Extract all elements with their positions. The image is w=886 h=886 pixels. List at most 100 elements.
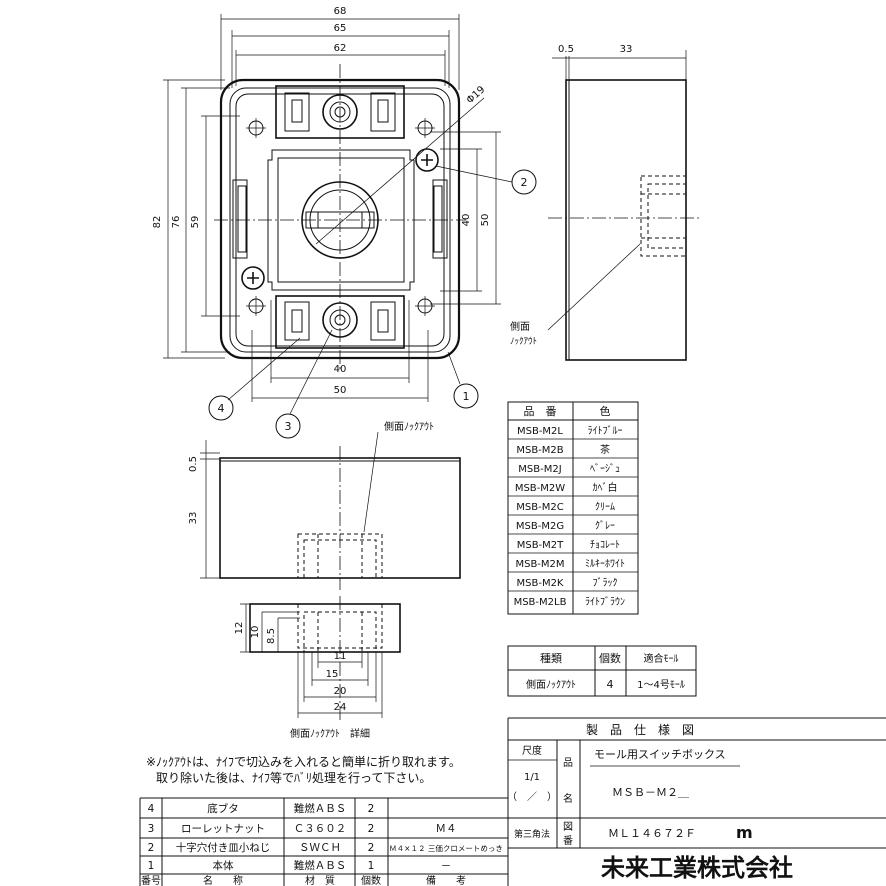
callout-1: 1 [453,383,479,409]
side-knockout-label-2: ﾉｯｸｱｳﾄ [510,336,537,347]
color-table-color-cell: ﾁｮｺﾚｰﾄ [590,540,620,551]
parts-header-name: 名 称 [203,874,243,886]
title-block-title: 製 品 仕 様 図 [586,723,694,737]
detail-dim-12: 12 [234,622,245,635]
parts-header-no: 番号 [141,875,161,886]
parts-name-cell: ローレットナット [181,823,265,835]
dim-76: 76 [171,216,182,229]
drawing-label-2: 番 [563,835,573,847]
name-label-1: 品 [563,757,573,769]
parts-no-cell: 1 [148,860,155,872]
detail-dim-24: 24 [334,702,347,713]
parts-name-cell: 十字穴付き皿小ねじ [176,841,271,854]
scale-label: 尺度 [522,744,542,757]
parts-name-cell: 本体 [213,859,234,872]
side-view: 0.5 33 側面 ﾉｯｸｱｳﾄ [510,44,700,361]
detail-dim-8-5: 8.5 [266,628,277,644]
dim-68: 68 [334,6,347,17]
bottom-dim-33: 33 [188,512,199,525]
knockout-detail: 12 10 8.5 11 15 20 24 側面ﾉｯｸｱｳﾄ 詳細 [234,596,401,740]
parts-remarks-cell: Ｍ４×１２ 三価クロメートめっき [389,843,503,853]
drawing-number: ＭＬ１４６７２Ｆ [608,827,696,840]
color-table-model-cell: MSB-M2J [518,464,561,475]
title-block: 製 品 仕 様 図 尺度 1/1 （ ／ ） 品 名 モール用スイッチボックス … [507,717,886,886]
color-table-header-model: 品 番 [524,405,557,418]
detail-caption: 側面ﾉｯｸｱｳﾄ 詳細 [290,727,370,740]
knockout-cell-count: 4 [607,678,614,691]
detail-dim-20: 20 [334,686,347,697]
parts-qty-cell: 2 [368,823,375,835]
front-view: 68 65 62 82 76 59 40 50 40 50 [152,6,513,415]
color-table-model-cell: MSB-M2M [515,559,564,570]
parts-qty-cell: 1 [368,860,375,872]
svg-text:1: 1 [463,390,470,403]
color-table-model-cell: MSB-M2L [517,426,563,437]
dim-59: 59 [190,216,201,229]
knockout-header-mall: 適合ﾓｰﾙ [644,652,679,665]
svg-text:3: 3 [285,420,292,433]
svg-text:4: 4 [218,402,225,415]
side-dim-33: 33 [620,44,633,55]
parts-no-cell: 3 [148,823,155,835]
parts-material-cell: 難燃ＡＢＳ [294,859,347,872]
callout-4: 4 [208,395,234,421]
color-table-color-cell: ﾗｲﾄﾌﾞﾗｳﾝ [585,596,625,608]
knockout-cell-mall: 1～4号ﾓｰﾙ [637,679,685,691]
bottom-dim-0-5: 0.5 [188,456,199,472]
parts-material-cell: Ｃ３６０２ [294,823,347,835]
parts-no-cell: 4 [148,803,155,815]
color-table-model-cell: MSB-M2K [517,578,564,589]
phi-19-label: Φ19 [465,84,488,106]
callout-2: 2 [511,169,537,195]
parts-no-cell: 2 [148,842,155,854]
parts-header-remarks: 備 考 [426,874,466,886]
dim-65: 65 [334,23,347,34]
parts-material-cell: ＳＷＣＨ [299,842,341,854]
color-table-model-cell: MSB-M2LB [514,597,567,608]
dim-50-bottom: 50 [334,385,347,396]
side-knockout-label-1: 側面 [510,320,530,333]
product-name: モール用スイッチボックス [594,748,726,761]
color-table: 品 番 色 [507,401,639,615]
callout-3: 3 [275,413,301,439]
dim-40-right: 40 [461,214,472,227]
color-table-color-cell: ﾗｲﾄﾌﾞﾙｰ [588,425,623,437]
color-table-color-cell: ｸﾞﾚｰ [595,520,615,532]
dim-40-bottom: 40 [334,364,347,375]
color-table-color-cell: ﾐﾙｷｰﾎﾜｲﾄ [585,558,625,570]
color-table-header-color: 色 [600,404,611,418]
parts-remarks-cell: Ｍ４ [436,823,457,835]
name-label-2: 名 [563,792,573,805]
dim-82: 82 [152,216,163,229]
company-name: 未来工業株式会社 [601,854,793,882]
projection-method: 第三角法 [514,828,550,840]
color-table-model-cell: MSB-M2C [516,502,563,513]
company-logo-mark: m [736,823,753,842]
detail-dim-10: 10 [250,626,261,639]
note-line-1: ※ﾉｯｸｱｳﾄは、ﾅｲﾌで切込みを入れると簡単に折り取れます。 [146,754,461,769]
bottom-knockout-label: 側面ﾉｯｸｱｳﾄ [384,420,434,433]
parts-qty-cell: 2 [368,803,375,815]
color-table-model-cell: MSB-M2B [516,445,563,456]
parts-name-cell: 底ブタ [207,802,239,815]
color-table-model-cell: MSB-M2W [515,483,565,494]
parts-remarks-cell: － [441,860,452,872]
parts-material-cell: 難燃ＡＢＳ [294,802,347,815]
color-table-model-cell: MSB-M2T [517,540,564,551]
note-line-2: 取り除いた後は、ﾅｲﾌ等でﾊﾞﾘ処理を行って下さい。 [156,770,431,785]
parts-table: 番号 名 称 材 質 個数 備 考 [139,797,508,886]
dim-50-right: 50 [480,214,491,227]
drawing-label-1: 図 [563,821,573,833]
scale-value: 1/1 [524,772,540,783]
model-number: ＭＳＢ－Ｍ２＿ [612,786,689,799]
side-dim-0-5: 0.5 [558,44,574,55]
color-table-model-cell: MSB-M2G [516,521,564,532]
detail-dim-11: 11 [334,651,347,662]
parts-header-qty: 個数 [361,874,381,886]
color-table-color-cell: ｸﾘｰﾑ [595,501,615,513]
parts-qty-cell: 2 [368,842,375,854]
bottom-view: 0.5 33 側面ﾉｯｸｱｳﾄ [188,420,461,590]
